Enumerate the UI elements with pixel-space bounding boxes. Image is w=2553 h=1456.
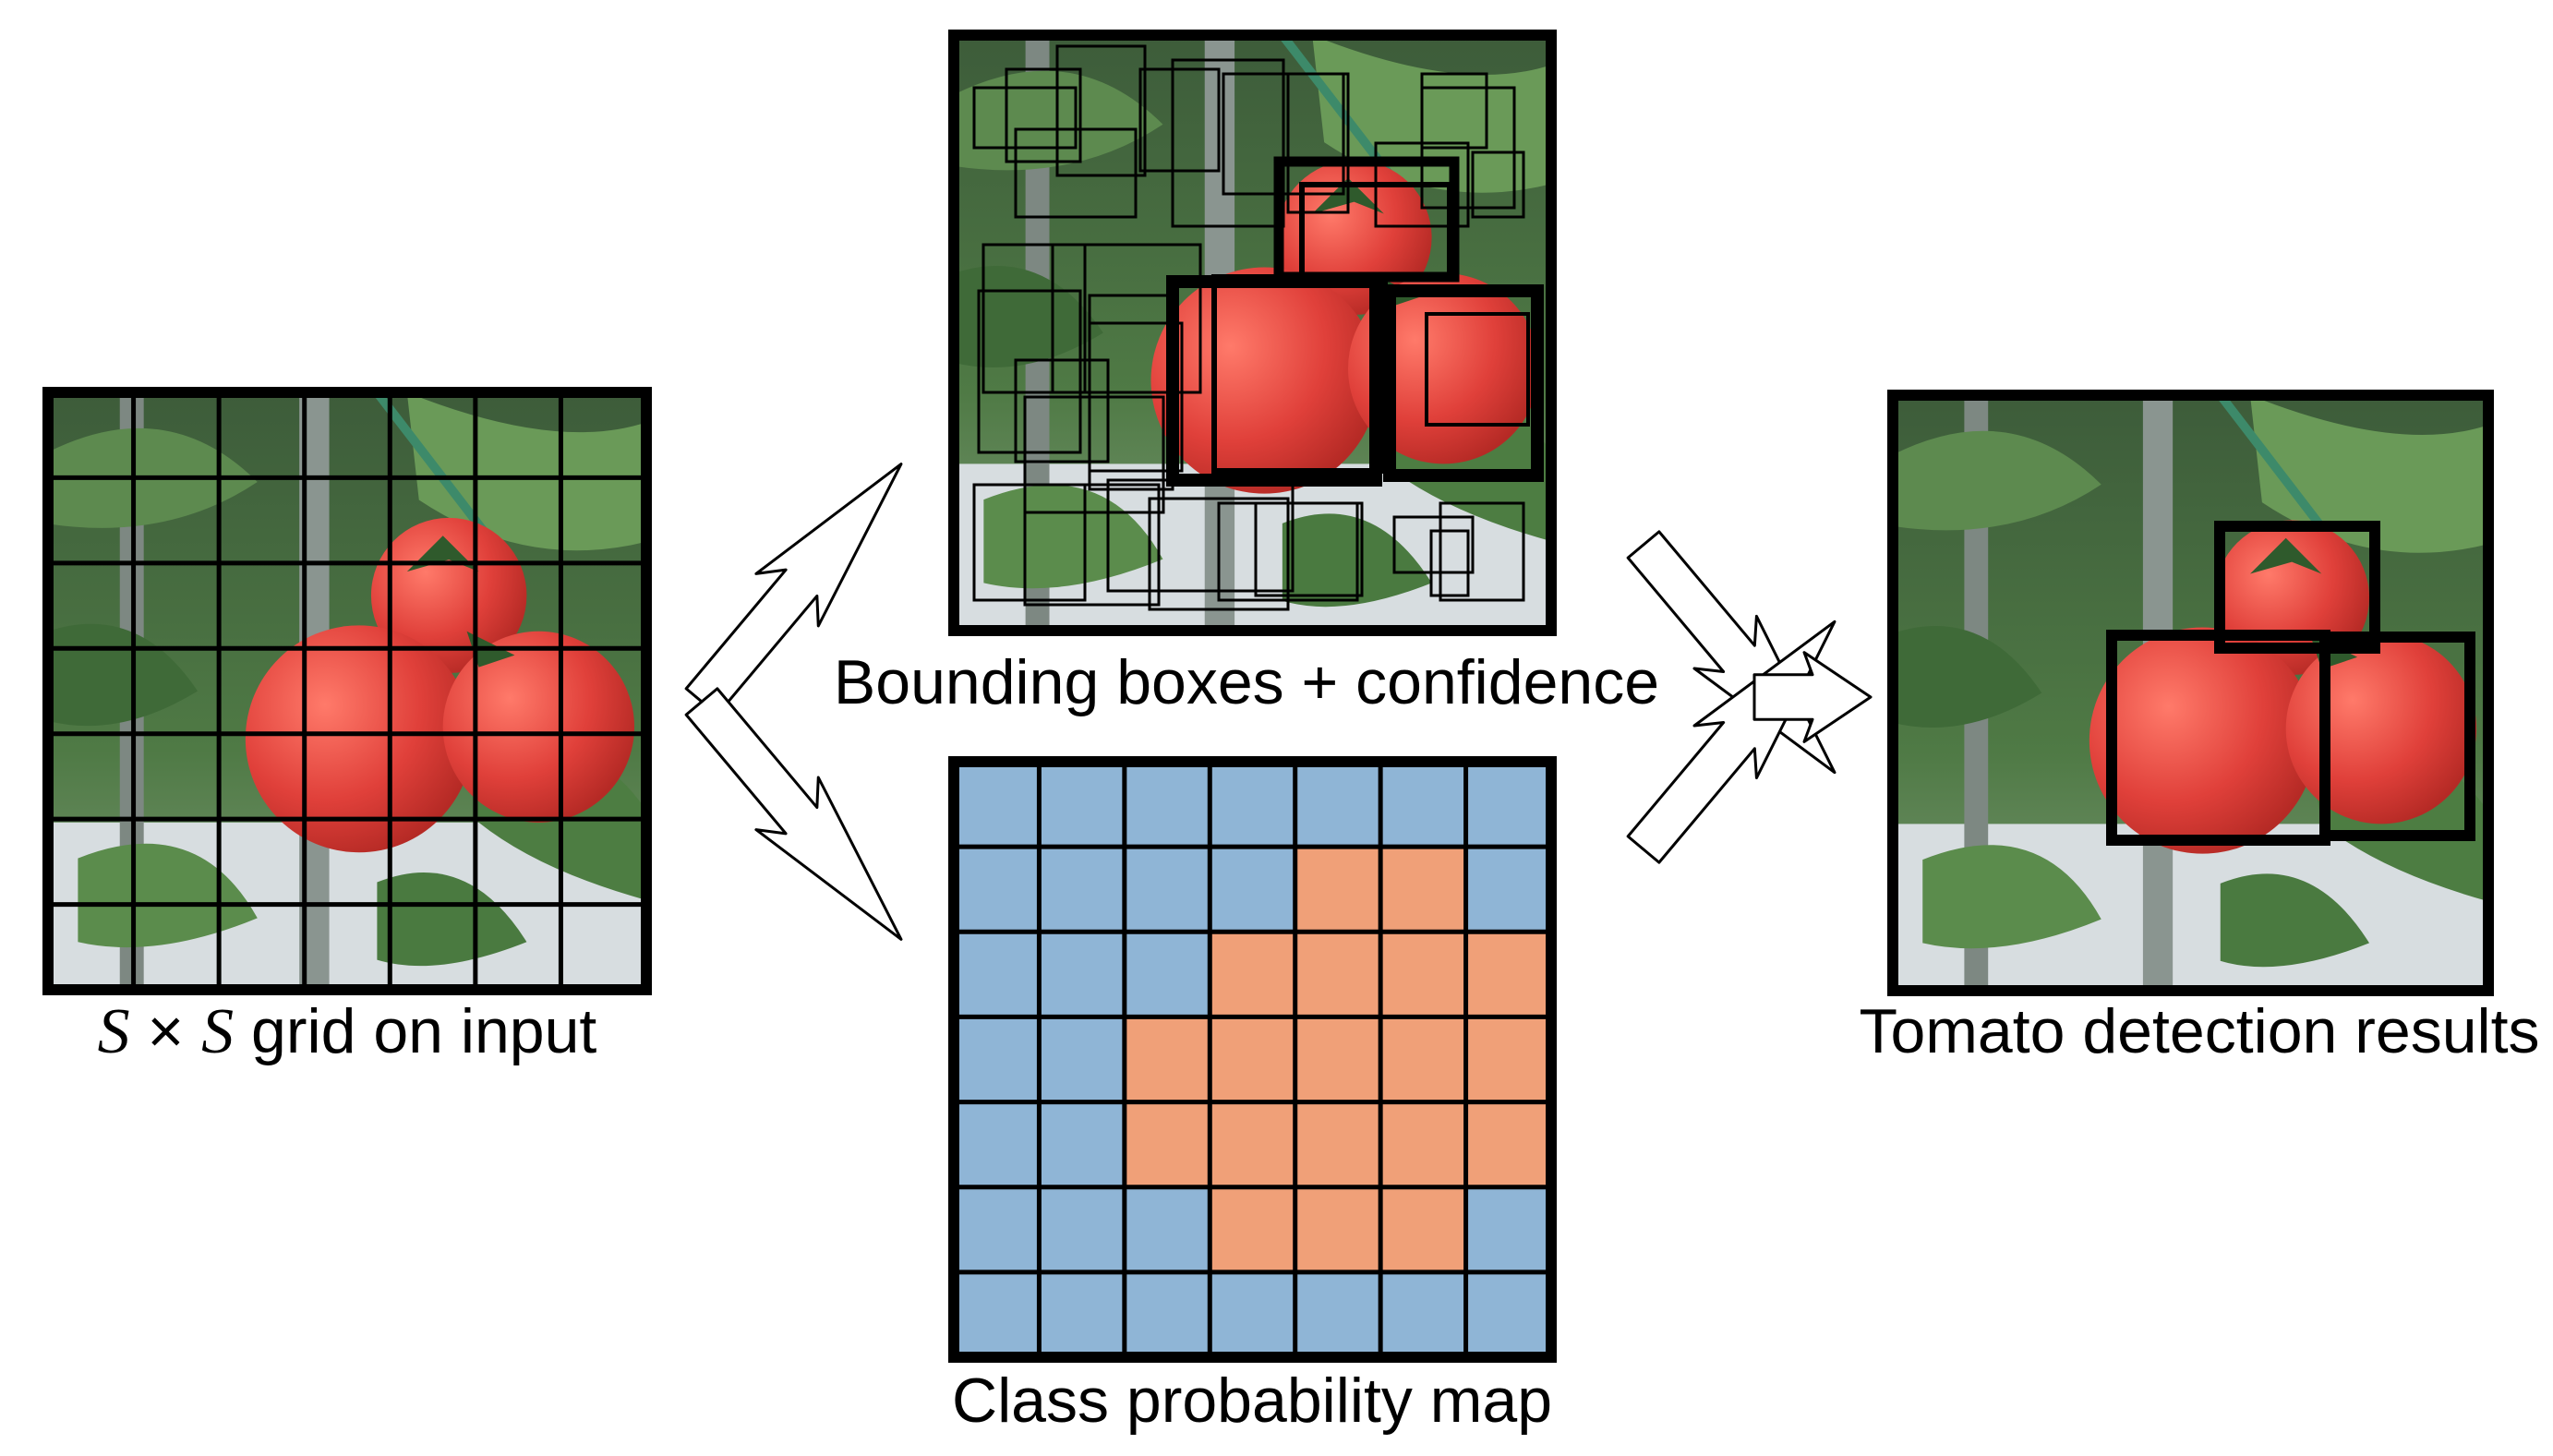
- class-cell-background: [1039, 1101, 1126, 1188]
- class-cell-background: [1124, 1186, 1210, 1273]
- input-grid-panel: [42, 387, 652, 995]
- candidate-box: [1383, 284, 1544, 482]
- detection-results-caption: Tomato detection results: [1859, 996, 2539, 1066]
- class-cell-tomato: [1210, 1017, 1296, 1103]
- class-probability-grid-lines: [954, 762, 1551, 1357]
- class-cell-background: [1039, 1271, 1126, 1358]
- split-arrow-down: [670, 676, 932, 966]
- class-cell-background: [1124, 932, 1210, 1017]
- class-probability-caption: Class probability map: [952, 1366, 1552, 1436]
- class-cell-background: [1210, 1271, 1296, 1358]
- class-cell-tomato: [1295, 1101, 1381, 1188]
- class-cell-background: [1210, 847, 1296, 933]
- class-cell-background: [954, 762, 1040, 848]
- class-cell-background: [954, 1186, 1040, 1273]
- class-cell-tomato: [1380, 1186, 1467, 1273]
- class-cell-background: [1039, 762, 1126, 848]
- class-cell-tomato: [1380, 1101, 1467, 1188]
- class-probability-cells: [954, 762, 1552, 1358]
- candidate-box: [1392, 515, 1475, 574]
- class-cell-background: [954, 1017, 1040, 1103]
- bounding-boxes-caption: Bounding boxes + confidence: [834, 647, 1659, 717]
- candidate-box: [1023, 483, 1161, 607]
- class-cell-background: [1124, 1271, 1210, 1358]
- candidate-box: [1148, 497, 1290, 611]
- class-cell-tomato: [1465, 932, 1552, 1017]
- class-cell-background: [1039, 1186, 1126, 1273]
- class-cell-tomato: [1210, 932, 1296, 1017]
- class-probability-frame: [948, 756, 1557, 1363]
- candidate-box: [1055, 44, 1147, 177]
- candidate-box: [977, 289, 1082, 454]
- candidate-box: [1014, 358, 1110, 463]
- class-cell-tomato: [1210, 1101, 1296, 1188]
- class-cell-tomato: [1295, 932, 1381, 1017]
- input-grid-frame: [42, 387, 652, 995]
- candidate-box: [1211, 274, 1388, 474]
- candidate-box: [1138, 67, 1221, 173]
- merge-arrow-head: [1754, 653, 1871, 742]
- bounding-boxes-panel: [948, 30, 1557, 636]
- candidate-box: [1420, 72, 1488, 150]
- detection-box-right-tomato: [2319, 632, 2475, 841]
- bounding-boxes-frame: [948, 30, 1557, 636]
- candidate-box: [1171, 58, 1285, 228]
- class-cell-background: [1039, 932, 1126, 1017]
- candidate-box: [1106, 478, 1295, 593]
- candidate-box: [1014, 127, 1138, 219]
- detection-results-panel: [1887, 390, 2494, 996]
- candidate-box: [1088, 294, 1174, 491]
- class-cell-tomato: [1380, 1017, 1467, 1103]
- class-cell-tomato: [1380, 847, 1467, 933]
- class-cell-tomato: [1295, 1017, 1381, 1103]
- class-cell-background: [1465, 1271, 1552, 1358]
- class-cell-background: [1039, 1017, 1126, 1103]
- class-cell-background: [1465, 847, 1552, 933]
- class-cell-background: [1295, 762, 1381, 848]
- class-cell-background: [954, 1271, 1040, 1358]
- class-cell-background: [954, 1101, 1040, 1188]
- input-grid-lines: [48, 392, 646, 990]
- candidate-box: [1023, 395, 1165, 514]
- class-probability-panel: [948, 756, 1557, 1363]
- detection-box-top-tomato: [2214, 521, 2380, 654]
- class-cell-background: [1210, 762, 1296, 848]
- class-cell-background: [1380, 762, 1467, 848]
- candidate-box: [1005, 67, 1082, 163]
- class-cell-background: [1465, 762, 1552, 848]
- class-cell-tomato: [1210, 1186, 1296, 1273]
- class-cell-background: [1124, 847, 1210, 933]
- class-cell-tomato: [1295, 847, 1381, 933]
- class-cell-background: [1295, 1271, 1381, 1358]
- class-cell-tomato: [1380, 932, 1467, 1017]
- candidate-box: [1471, 150, 1525, 219]
- candidate-box: [1429, 529, 1470, 597]
- class-cell-tomato: [1465, 1101, 1552, 1188]
- candidate-box: [1286, 72, 1350, 214]
- candidate-boxes: [972, 44, 1544, 611]
- candidate-box: [1439, 501, 1525, 602]
- class-cell-tomato: [1124, 1101, 1210, 1188]
- candidate-box: [1051, 243, 1202, 394]
- split-arrow-up: [670, 438, 932, 728]
- class-cell-background: [1465, 1186, 1552, 1273]
- class-cell-background: [1039, 847, 1126, 933]
- class-cell-tomato: [1124, 1017, 1210, 1103]
- class-cell-background: [954, 932, 1040, 1017]
- candidate-box: [1254, 501, 1364, 597]
- candidate-box: [1425, 312, 1530, 427]
- class-cell-tomato: [1465, 1017, 1552, 1103]
- input-grid-caption: S × S grid on input: [98, 996, 597, 1067]
- class-cell-tomato: [1295, 1186, 1381, 1273]
- candidate-box: [972, 86, 1078, 150]
- class-cell-background: [954, 847, 1040, 933]
- class-cell-background: [1380, 1271, 1467, 1358]
- candidate-box: [981, 243, 1087, 394]
- detection-results-frame: [1887, 390, 2494, 996]
- class-cell-background: [1124, 762, 1210, 848]
